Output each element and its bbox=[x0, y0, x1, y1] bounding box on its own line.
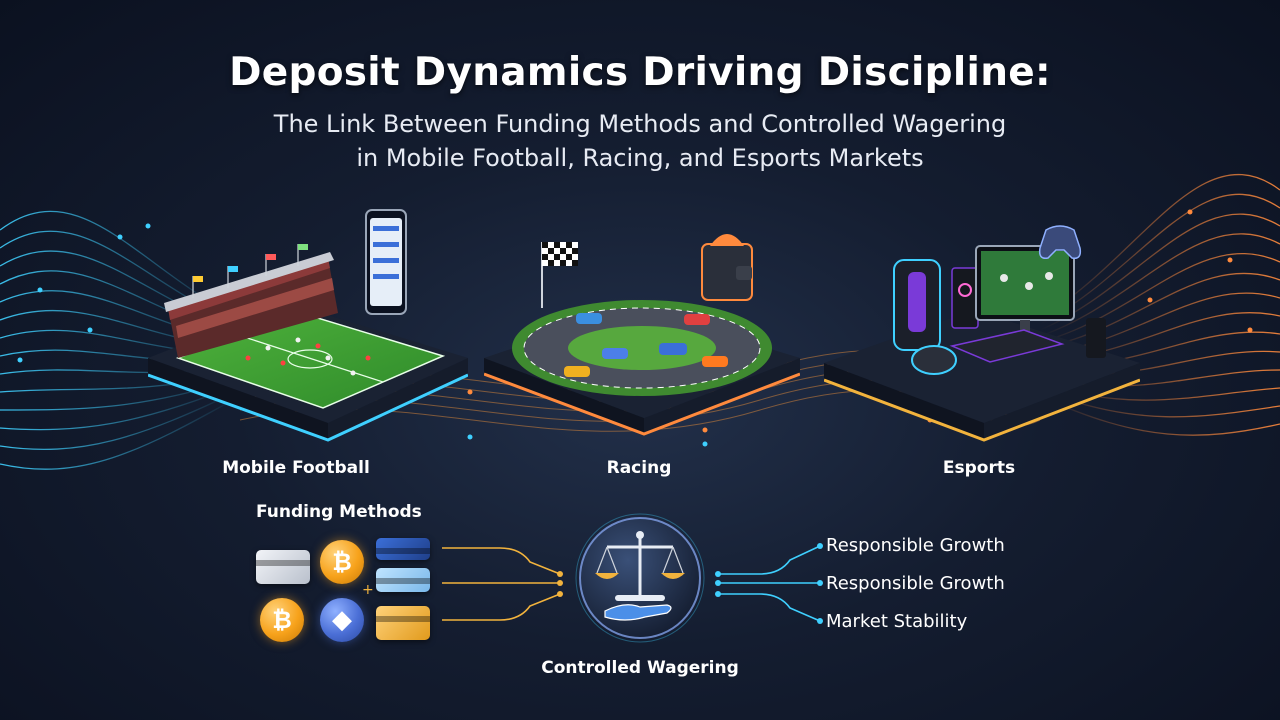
glow-dot bbox=[1147, 297, 1153, 303]
wave-line bbox=[0, 389, 241, 451]
page-title: Deposit Dynamics Driving Discipline: bbox=[229, 50, 1051, 95]
wave-line bbox=[0, 383, 241, 431]
outcome-responsible-growth-2: Responsible Growth bbox=[826, 573, 1005, 594]
glow-dot bbox=[17, 357, 23, 363]
wave-line bbox=[1039, 395, 1280, 436]
bitcoin-icon: ₿ bbox=[320, 540, 364, 584]
bank-card-icon bbox=[376, 538, 430, 560]
sky-card-icon bbox=[376, 568, 430, 592]
controlled-wagering-badge bbox=[575, 513, 705, 647]
controlled-wagering-label: Controlled Wagering bbox=[541, 658, 739, 678]
subtitle-line-2: in Mobile Football, Racing, and Esports … bbox=[356, 144, 924, 172]
glow-dot bbox=[117, 234, 123, 240]
funding-methods-title: Funding Methods bbox=[256, 502, 422, 522]
wave-line bbox=[1039, 252, 1280, 343]
outcome-responsible-growth-1: Responsible Growth bbox=[826, 535, 1005, 556]
glow-dot bbox=[1187, 209, 1193, 215]
bitcoin-icon: ₿ bbox=[260, 598, 304, 642]
esports-platform bbox=[824, 218, 1140, 450]
header: Deposit Dynamics Driving Discipline: The… bbox=[0, 50, 1280, 175]
glow-dot bbox=[467, 389, 473, 395]
ethereum-icon: ◆ bbox=[320, 598, 364, 642]
page-subtitle: The Link Between Funding Methods and Con… bbox=[0, 107, 1280, 175]
market-label-football: Mobile Football bbox=[222, 458, 370, 478]
market-label-racing: Racing bbox=[606, 458, 672, 478]
glow-dot bbox=[37, 287, 43, 293]
subtitle-line-1: The Link Between Funding Methods and Con… bbox=[273, 110, 1007, 138]
glow-dot bbox=[467, 434, 473, 440]
outcome-market-stability: Market Stability bbox=[826, 611, 968, 632]
gold-card-icon bbox=[376, 606, 430, 640]
glow-dot bbox=[702, 427, 708, 433]
wave-line bbox=[0, 395, 241, 470]
football-platform bbox=[148, 208, 468, 448]
wave-line bbox=[1039, 193, 1280, 325]
glow-dot bbox=[1227, 257, 1233, 263]
racing-platform bbox=[484, 228, 800, 448]
wallet-icon bbox=[701, 234, 753, 301]
wave-line bbox=[1039, 272, 1280, 349]
glow-dot bbox=[1247, 327, 1253, 333]
wave-line bbox=[1039, 213, 1280, 331]
wave-line bbox=[1039, 233, 1280, 337]
credit-card-icon bbox=[256, 550, 310, 584]
glow-dot bbox=[702, 441, 708, 447]
balance-scale-icon bbox=[575, 513, 705, 643]
race-track-icon bbox=[484, 234, 800, 436]
wave-line bbox=[1039, 174, 1280, 319]
market-label-esports: Esports bbox=[942, 458, 1016, 478]
football-stadium-icon bbox=[148, 209, 468, 442]
gaming-setup-icon bbox=[824, 225, 1140, 442]
glow-dot bbox=[145, 223, 151, 229]
gamepad-icon bbox=[1038, 225, 1082, 260]
glow-dot bbox=[87, 327, 93, 333]
